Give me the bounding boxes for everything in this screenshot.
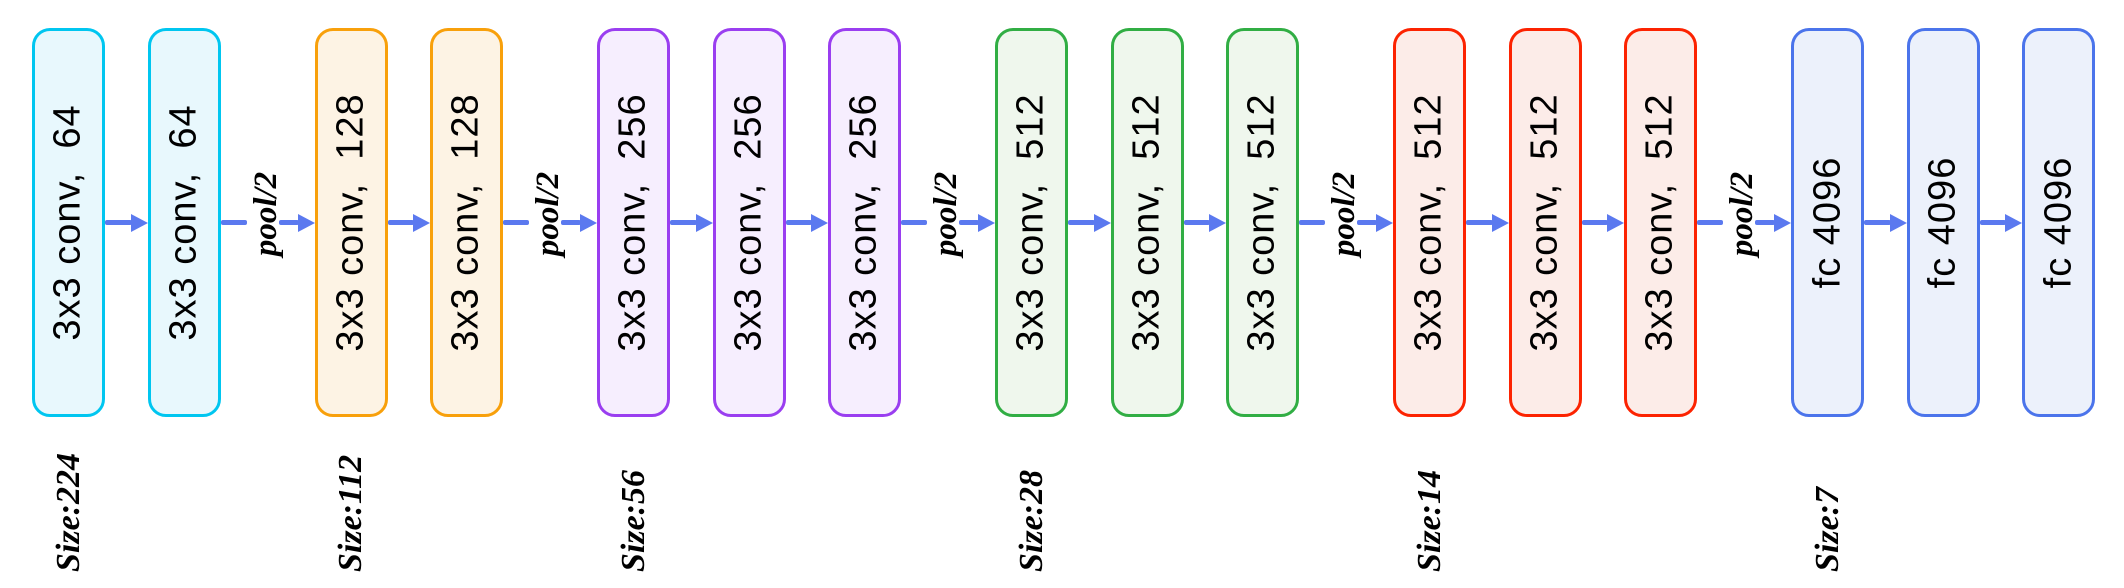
flow-arrow-head-icon	[1093, 213, 1111, 232]
conv-layer-box: 3x3 conv, 512	[1624, 28, 1697, 417]
flow-arrow-line	[1697, 220, 1723, 225]
flow-arrow-line	[561, 220, 581, 225]
feature-map-size-label: Size:112	[332, 454, 369, 572]
flow-arrow-line	[278, 220, 299, 225]
flow-arrow-line	[503, 220, 529, 225]
flow-arrow-head-icon	[1607, 213, 1624, 232]
flow-arrow-head-icon	[1774, 213, 1791, 232]
flow-arrow-head-icon	[1376, 213, 1393, 232]
conv-layer-box: 3x3 conv, 512	[995, 28, 1068, 417]
layer-label: 3x3 conv, 128	[329, 93, 372, 352]
layer-label: 3x3 conv, 512	[1125, 93, 1168, 352]
conv-layer-box: 3x3 conv, 64	[147, 28, 221, 417]
flow-arrow-line	[670, 220, 697, 225]
pool-label: pool/2	[928, 171, 964, 257]
feature-map-size-label: Size:56	[614, 470, 652, 572]
layer-label: 3x3 conv, 64	[162, 104, 205, 341]
flow-arrow-line	[1299, 220, 1325, 225]
conv-layer-box: 3x3 conv, 256	[597, 28, 670, 417]
flow-arrow-line	[1581, 220, 1608, 225]
flow-arrow-head-icon	[413, 213, 430, 232]
flow-arrow-line	[1183, 220, 1210, 225]
layer-label: 3x3 conv, 128	[445, 93, 488, 352]
flow-arrow-line	[959, 220, 979, 225]
pool-label: pool/2	[530, 171, 566, 257]
feature-map-size-label: Size:7	[1808, 487, 1846, 572]
layer-label: 3x3 conv, 512	[1241, 93, 1284, 352]
flow-arrow-head-icon	[2005, 213, 2022, 232]
pool-label: pool/2	[1724, 171, 1760, 257]
feature-map-size-label: Size:224	[49, 453, 87, 572]
flow-arrow-line	[1755, 220, 1775, 225]
flow-arrow-line	[1466, 220, 1493, 225]
flow-arrow-head-icon	[811, 213, 828, 232]
flow-arrow-head-icon	[1209, 213, 1226, 232]
layer-label: 3x3 conv, 256	[727, 93, 770, 352]
conv-layer-box: 3x3 conv, 512	[1110, 28, 1184, 417]
flow-arrow-line	[1068, 220, 1095, 225]
feature-map-size-label: Size:14	[1410, 470, 1448, 572]
flow-arrow-head-icon	[1889, 213, 1907, 232]
pool-label: pool/2	[247, 171, 284, 257]
conv-layer-box: 3x3 conv, 64	[32, 28, 105, 417]
flow-arrow-line	[1979, 220, 2006, 225]
flow-arrow-line	[105, 220, 132, 225]
flow-arrow-head-icon	[130, 213, 148, 232]
layer-label: 3x3 conv, 256	[612, 93, 655, 352]
conv-layer-box: 3x3 conv, 128	[430, 28, 503, 417]
flow-arrow-head-icon	[297, 213, 315, 232]
conv-layer-box: 3x3 conv, 128	[314, 28, 388, 417]
flow-arrow-line	[901, 220, 927, 225]
layer-label: 3x3 conv, 512	[1523, 93, 1566, 352]
feature-map-size-label: Size:28	[1012, 470, 1050, 572]
conv-layer-box: 3x3 conv, 512	[1508, 28, 1582, 417]
conv-layer-box: 3x3 conv, 256	[712, 28, 786, 417]
layer-label: 3x3 conv, 512	[1639, 93, 1682, 352]
flow-arrow-line	[220, 220, 247, 225]
layer-label: fc 4096	[2037, 156, 2079, 289]
fc-layer-box: fc 4096	[1791, 28, 1864, 417]
flow-arrow-line	[1864, 220, 1891, 225]
layer-label: fc 4096	[1921, 156, 1964, 289]
layer-label: fc 4096	[1806, 156, 1848, 289]
fc-layer-box: fc 4096	[2022, 28, 2095, 417]
flow-arrow-head-icon	[695, 213, 713, 232]
flow-arrow-head-icon	[1491, 213, 1509, 232]
fc-layer-box: fc 4096	[1906, 28, 1980, 417]
layer-label: 3x3 conv, 512	[1010, 93, 1053, 352]
flow-arrow-head-icon	[580, 213, 597, 232]
pool-label: pool/2	[1326, 171, 1362, 257]
layer-label: 3x3 conv, 256	[843, 93, 886, 352]
flow-arrow-line	[785, 220, 812, 225]
flow-arrow-head-icon	[978, 213, 995, 232]
layer-label: 3x3 conv, 64	[47, 104, 89, 341]
flow-arrow-line	[387, 220, 414, 225]
conv-layer-box: 3x3 conv, 512	[1393, 28, 1466, 417]
flow-arrow-line	[1357, 220, 1377, 225]
layer-label: 3x3 conv, 512	[1408, 93, 1451, 352]
conv-layer-box: 3x3 conv, 256	[828, 28, 901, 417]
conv-layer-box: 3x3 conv, 512	[1226, 28, 1299, 417]
